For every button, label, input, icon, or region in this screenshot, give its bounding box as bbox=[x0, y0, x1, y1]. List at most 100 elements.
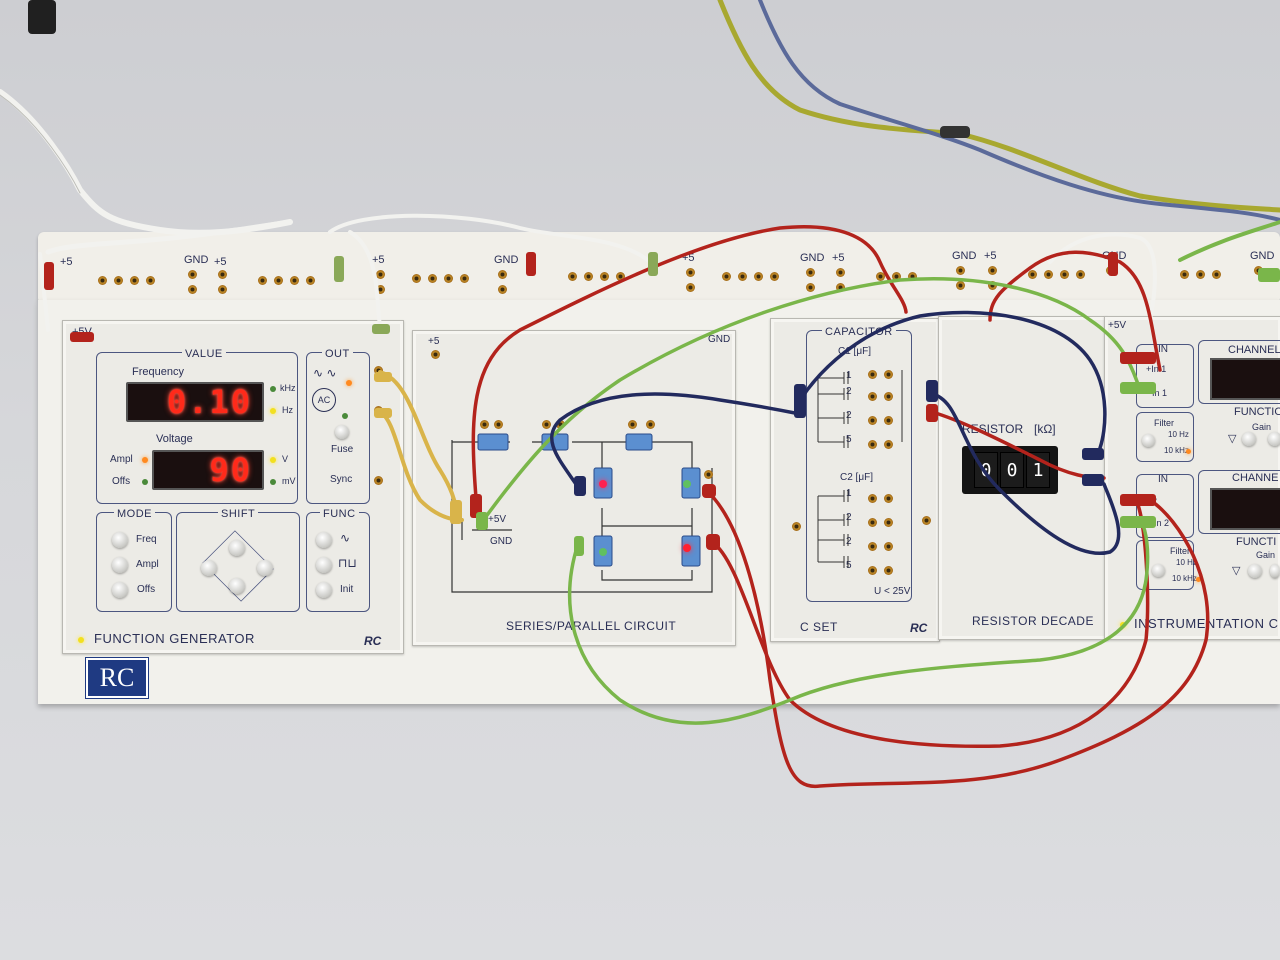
filter1-button[interactable] bbox=[1142, 434, 1155, 447]
shift-down-button[interactable] bbox=[229, 578, 245, 594]
rail-jack[interactable] bbox=[1196, 270, 1205, 279]
rail-jack[interactable] bbox=[876, 272, 885, 281]
rail-jack[interactable] bbox=[1180, 270, 1189, 279]
rail-jack[interactable] bbox=[98, 276, 107, 285]
resistor-digit-2[interactable]: 0 bbox=[1000, 452, 1024, 488]
rail-jack[interactable] bbox=[1028, 270, 1037, 279]
c1-value-2: 2 bbox=[846, 386, 852, 397]
cap-jack[interactable] bbox=[884, 416, 893, 425]
sp-plus5-jack[interactable] bbox=[431, 350, 440, 359]
filter2-button[interactable] bbox=[1152, 564, 1165, 577]
rail-jack[interactable] bbox=[806, 268, 815, 277]
gain2-button-2[interactable] bbox=[1270, 564, 1280, 578]
cap-jack[interactable] bbox=[884, 392, 893, 401]
rail-jack[interactable] bbox=[956, 281, 965, 290]
fuse-button[interactable] bbox=[335, 425, 349, 439]
rail-jack[interactable] bbox=[616, 272, 625, 281]
rail-jack[interactable] bbox=[114, 276, 123, 285]
rail-jack[interactable] bbox=[258, 276, 267, 285]
rail-jack[interactable] bbox=[770, 272, 779, 281]
cap-jack[interactable] bbox=[868, 416, 877, 425]
rail-jack[interactable] bbox=[956, 266, 965, 275]
gain1-button[interactable] bbox=[1242, 432, 1256, 446]
mode-ampl-button[interactable] bbox=[112, 557, 128, 573]
shift-right-button[interactable] bbox=[257, 560, 273, 576]
cap-jack[interactable] bbox=[884, 440, 893, 449]
mode-offs-button[interactable] bbox=[112, 582, 128, 598]
func-square-button[interactable] bbox=[316, 557, 332, 573]
rail-jack[interactable] bbox=[218, 285, 227, 294]
rail-jack[interactable] bbox=[444, 274, 453, 283]
shift-left-button[interactable] bbox=[201, 560, 217, 576]
sp-jack[interactable] bbox=[646, 420, 655, 429]
rail-jack[interactable] bbox=[306, 276, 315, 285]
cap-jack[interactable] bbox=[884, 518, 893, 527]
sp-jack[interactable] bbox=[628, 420, 637, 429]
rail-jack[interactable] bbox=[836, 268, 845, 277]
rail-jack[interactable] bbox=[892, 272, 901, 281]
rail-jack[interactable] bbox=[836, 283, 845, 292]
hz-label: Hz bbox=[282, 405, 293, 415]
out-jack[interactable] bbox=[374, 366, 383, 375]
rail-jack[interactable] bbox=[146, 276, 155, 285]
cap-jack[interactable] bbox=[884, 566, 893, 575]
rail-jack[interactable] bbox=[568, 272, 577, 281]
rail-jack[interactable] bbox=[290, 276, 299, 285]
cap-jack[interactable] bbox=[868, 518, 877, 527]
sync-jack[interactable] bbox=[374, 476, 383, 485]
rail-label: +5 bbox=[984, 250, 997, 262]
rail-jack[interactable] bbox=[722, 272, 731, 281]
rail-jack[interactable] bbox=[584, 272, 593, 281]
cap-jack[interactable] bbox=[868, 566, 877, 575]
sp-jack[interactable] bbox=[704, 470, 713, 479]
cap-jack[interactable] bbox=[868, 370, 877, 379]
rail-jack[interactable] bbox=[600, 272, 609, 281]
gain2-label: Gain bbox=[1256, 550, 1276, 560]
rail-jack[interactable] bbox=[806, 283, 815, 292]
sp-jack[interactable] bbox=[556, 420, 565, 429]
in2-title: IN bbox=[1158, 474, 1168, 485]
rail-jack[interactable] bbox=[274, 276, 283, 285]
rail-jack[interactable] bbox=[428, 274, 437, 283]
cap-jack[interactable] bbox=[922, 516, 931, 525]
rail-jack[interactable] bbox=[376, 285, 385, 294]
rail-jack[interactable] bbox=[460, 274, 469, 283]
cap-jack[interactable] bbox=[792, 522, 801, 531]
sp-jack[interactable] bbox=[542, 420, 551, 429]
cap-jack[interactable] bbox=[884, 494, 893, 503]
shift-up-button[interactable] bbox=[229, 540, 245, 556]
cap-jack[interactable] bbox=[868, 542, 877, 551]
rail-jack[interactable] bbox=[218, 270, 227, 279]
rail-jack[interactable] bbox=[188, 285, 197, 294]
rail-jack[interactable] bbox=[1076, 270, 1085, 279]
func-init-button[interactable] bbox=[316, 582, 332, 598]
rail-jack[interactable] bbox=[1044, 270, 1053, 279]
rail-jack[interactable] bbox=[908, 272, 917, 281]
rail-jack[interactable] bbox=[1060, 270, 1069, 279]
rail-jack[interactable] bbox=[376, 270, 385, 279]
rail-jack[interactable] bbox=[988, 266, 997, 275]
cap-jack[interactable] bbox=[868, 392, 877, 401]
rail-jack[interactable] bbox=[686, 268, 695, 277]
cap-jack[interactable] bbox=[868, 494, 877, 503]
rail-jack[interactable] bbox=[1212, 270, 1221, 279]
rail-jack[interactable] bbox=[498, 285, 507, 294]
rail-jack[interactable] bbox=[188, 270, 197, 279]
rail-jack[interactable] bbox=[686, 283, 695, 292]
gain2-button[interactable] bbox=[1248, 564, 1262, 578]
rail-jack[interactable] bbox=[130, 276, 139, 285]
rail-jack[interactable] bbox=[988, 281, 997, 290]
cap-jack[interactable] bbox=[884, 542, 893, 551]
cap-jack[interactable] bbox=[884, 370, 893, 379]
rail-jack[interactable] bbox=[738, 272, 747, 281]
sp-plus5v-label: +5V bbox=[488, 514, 507, 525]
sp-jack[interactable] bbox=[480, 420, 489, 429]
rail-jack[interactable] bbox=[754, 272, 763, 281]
rail-jack[interactable] bbox=[498, 270, 507, 279]
gain1-button-2[interactable] bbox=[1268, 432, 1280, 446]
func-sine-button[interactable] bbox=[316, 532, 332, 548]
mode-freq-button[interactable] bbox=[112, 532, 128, 548]
rail-jack[interactable] bbox=[412, 274, 421, 283]
sp-jack[interactable] bbox=[494, 420, 503, 429]
cap-jack[interactable] bbox=[868, 440, 877, 449]
